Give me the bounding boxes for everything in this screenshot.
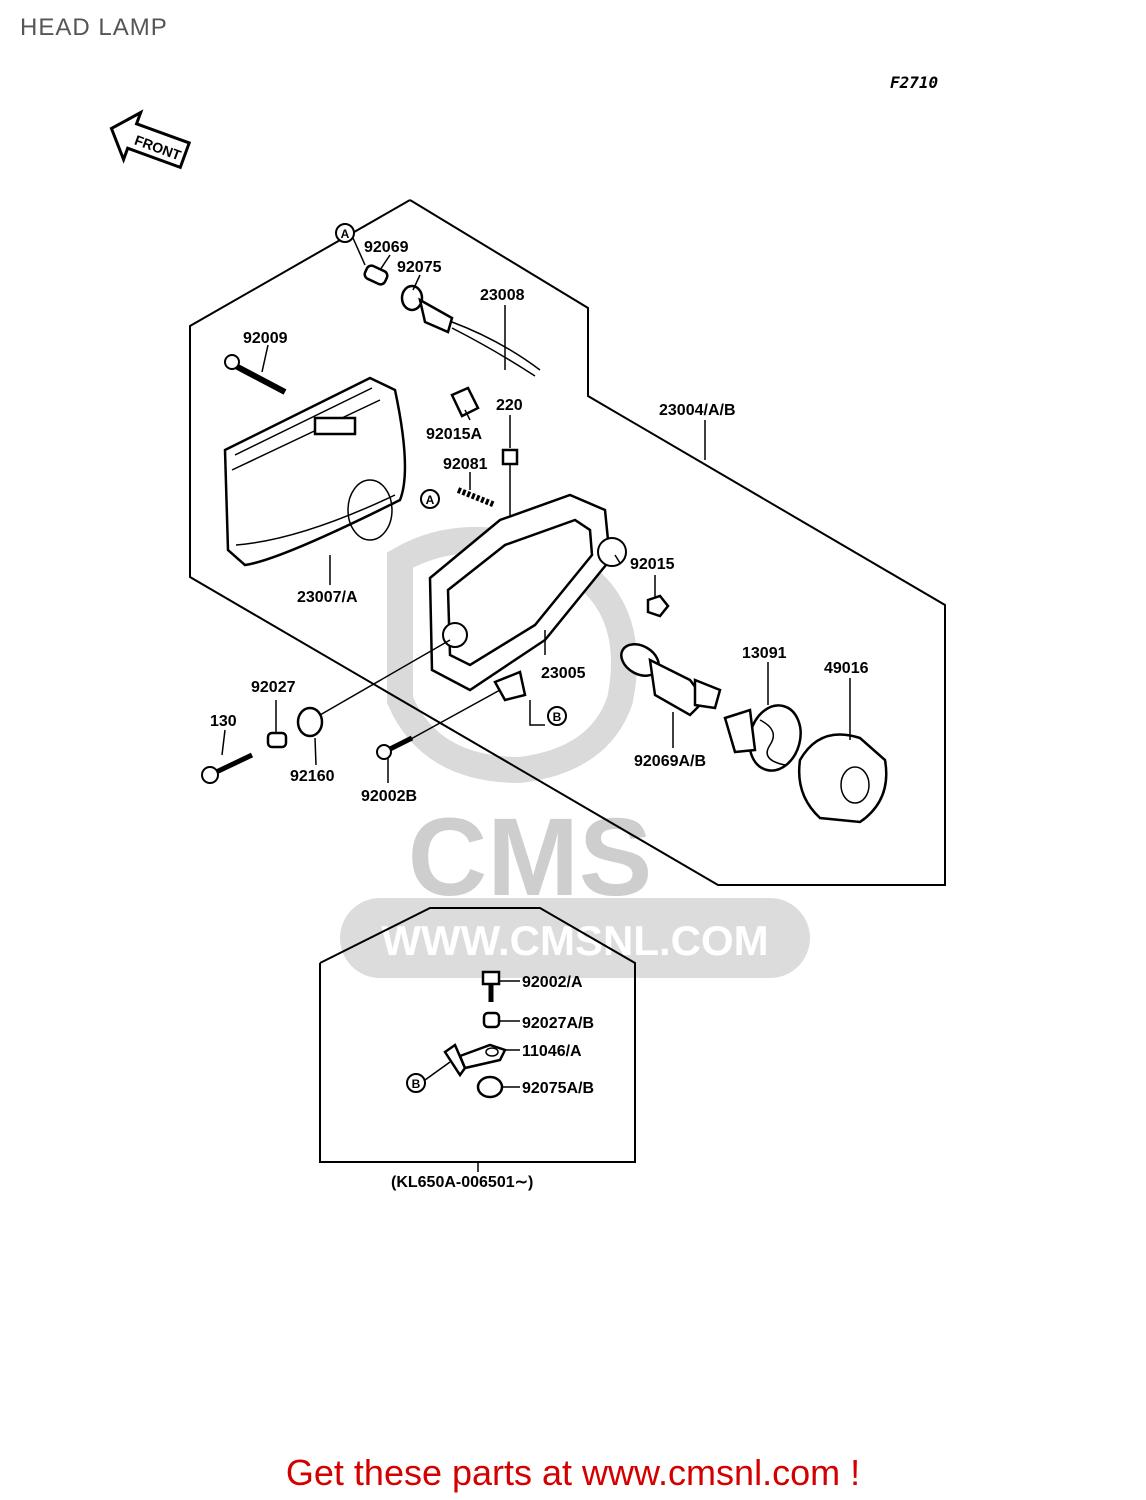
label-92075: 92075 xyxy=(397,259,442,276)
callout-b-inset: B xyxy=(412,1077,421,1091)
label-92015A: 92015A xyxy=(426,426,482,443)
label-13091: 13091 xyxy=(742,645,787,662)
label-23005: 23005 xyxy=(541,665,586,682)
collar-92027 xyxy=(266,731,288,749)
label-92002B: 92002B xyxy=(361,788,417,805)
label-130: 130 xyxy=(210,713,237,730)
label-92081: 92081 xyxy=(443,456,488,473)
assembly-boundary xyxy=(189,199,946,886)
label-92015: 92015 xyxy=(630,556,675,573)
housing-frame xyxy=(428,493,627,702)
grommet-92160 xyxy=(296,706,324,738)
leader-lines xyxy=(221,254,851,783)
nut-92015 xyxy=(646,594,670,618)
label-220: 220 xyxy=(496,397,523,414)
callout-a-top: A xyxy=(341,227,350,241)
label-49016: 49016 xyxy=(824,660,869,677)
label-92002A: 92002/A xyxy=(522,974,583,991)
inset-box: B xyxy=(319,907,636,1172)
label-92069: 92069 xyxy=(364,239,409,256)
label-92069AB: 92069A/B xyxy=(634,753,706,770)
label-92027: 92027 xyxy=(251,679,296,696)
figure-code: F2710 xyxy=(890,73,938,92)
watermark-url: WWW.CMSNL.COM xyxy=(381,917,768,964)
label-92160: 92160 xyxy=(290,768,335,785)
label-11046A: 11046/A xyxy=(522,1043,582,1060)
label-23007: 23007/A xyxy=(297,589,358,606)
pilot-bulb: A xyxy=(335,223,389,286)
footer-link[interactable]: Get these parts at www.cmsnl.com ! xyxy=(285,1452,861,1493)
label-92009: 92009 xyxy=(243,330,288,347)
dust-cover-49016 xyxy=(798,733,888,824)
bolt-220 xyxy=(501,448,519,520)
label-23004: 23004/A/B xyxy=(659,402,736,419)
bolt-130 xyxy=(201,752,254,784)
socket-92075 xyxy=(400,284,541,377)
bolt-92009 xyxy=(224,354,287,395)
socket-13091 xyxy=(723,704,802,772)
inset-serial: (KL650A-006501∼) xyxy=(391,1174,533,1191)
callout-b-main: B xyxy=(553,710,562,724)
page-title: HEAD LAMP xyxy=(20,14,168,41)
headlamp-unit xyxy=(223,376,407,567)
front-arrow-icon: FRONT xyxy=(109,109,192,170)
headlight-bulb xyxy=(620,643,722,717)
watermark: CMS WWW.CMSNL.COM xyxy=(340,527,810,978)
label-92027AB: 92027A/B xyxy=(522,1015,594,1032)
callout-a-mid: A xyxy=(426,493,435,507)
label-92075AB: 92075A/B xyxy=(522,1080,594,1097)
screw-92081 xyxy=(456,487,497,508)
label-23008: 23008 xyxy=(480,287,525,304)
bracket-92015A xyxy=(450,386,480,418)
